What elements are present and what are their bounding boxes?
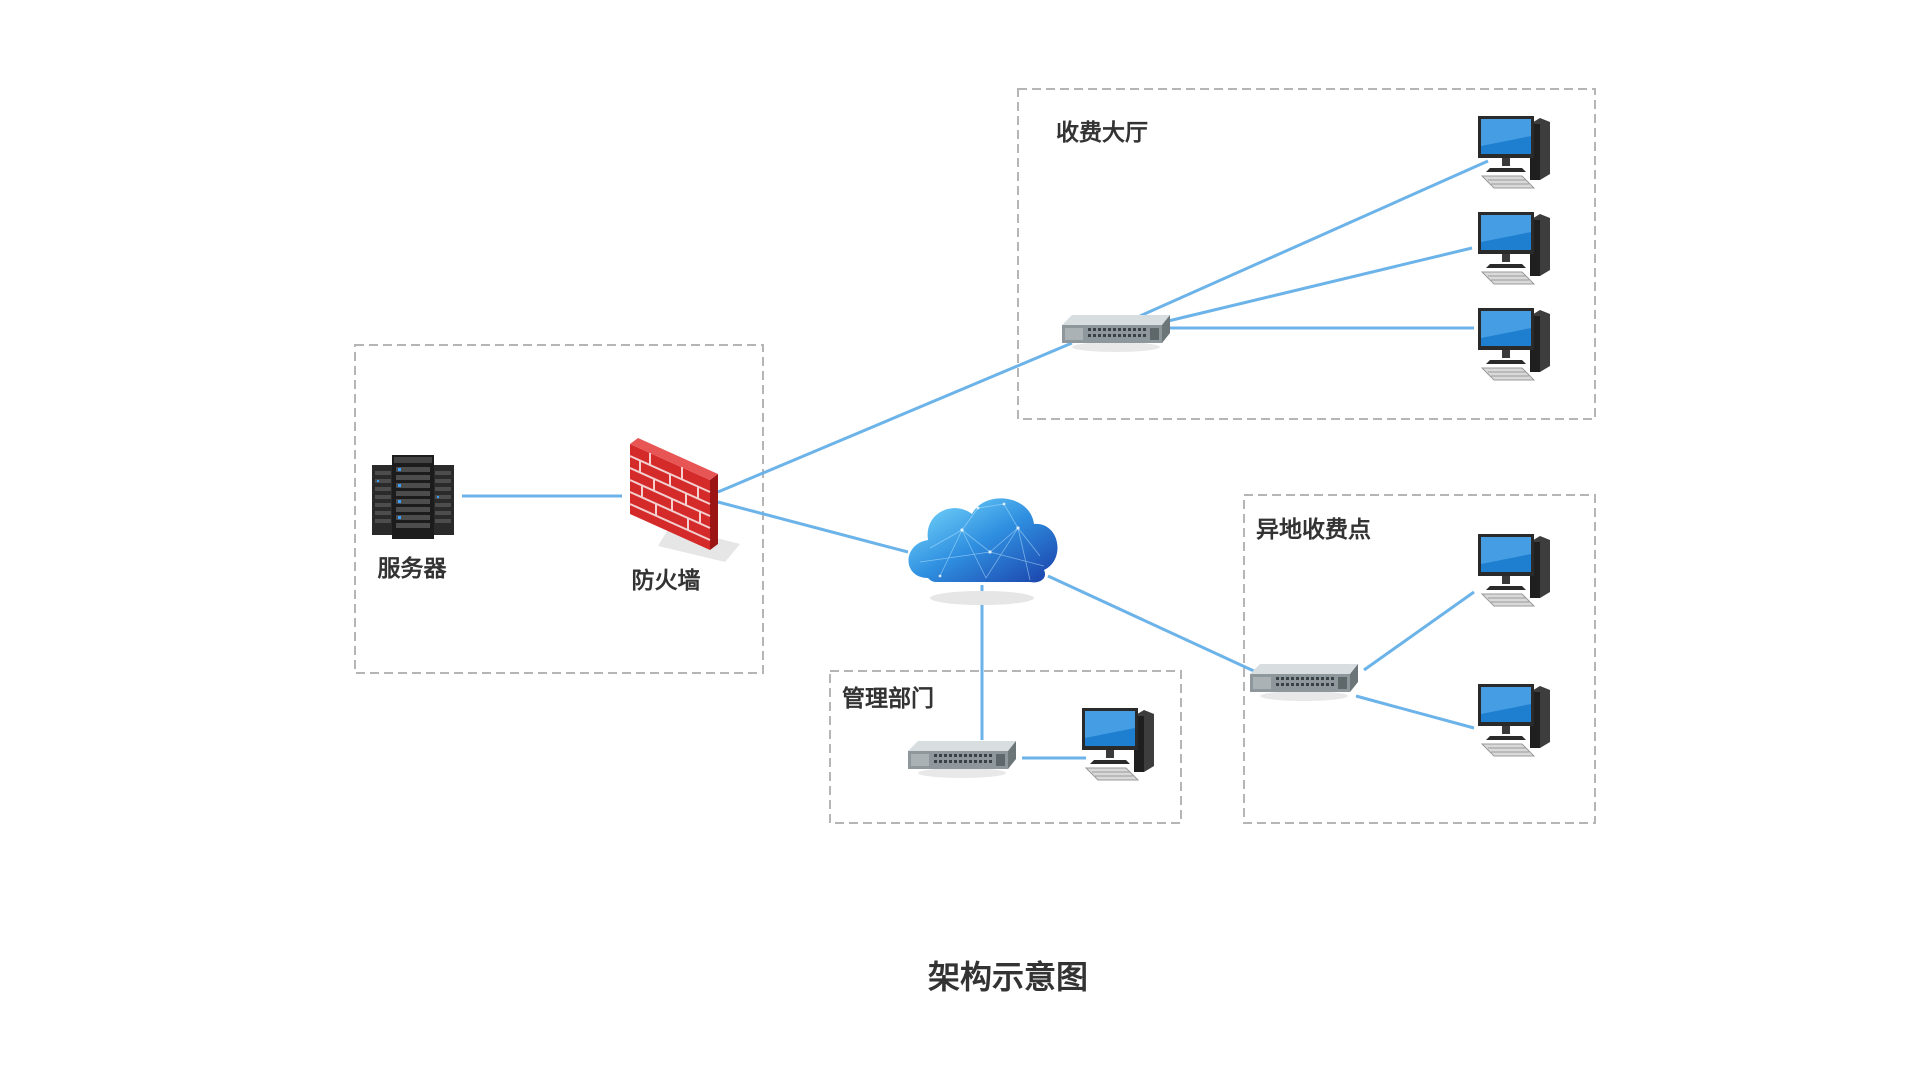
link-remote-switch-pc2	[1355, 694, 1475, 730]
server-zone-box	[354, 344, 764, 674]
remote-group-box	[1243, 494, 1596, 824]
management-computer	[1081, 707, 1155, 781]
link-remote-switch-pc1	[1363, 590, 1475, 672]
link-lobby-switch-pc1	[1139, 159, 1489, 318]
server-label: 服务器	[378, 556, 448, 582]
remote-computer-2	[1477, 683, 1551, 757]
firewall-label: 防火墙	[632, 567, 701, 594]
remote-switch	[1250, 664, 1358, 701]
lobby-computer-2	[1477, 211, 1551, 285]
link-lobby-switch-pc2	[1163, 246, 1473, 324]
link-firewall-cloud	[717, 500, 909, 554]
remote-computer-1	[1477, 533, 1551, 607]
link-firewall-lobby-switch	[717, 341, 1073, 494]
management-group-box	[829, 670, 1182, 824]
lobby-computer-1	[1477, 115, 1551, 189]
lobby-computer-3	[1477, 307, 1551, 381]
management-switch	[908, 741, 1016, 778]
server-rack-icon	[372, 455, 454, 539]
remote-group-label: 异地收费点	[1256, 516, 1371, 543]
cloud-icon	[908, 498, 1058, 605]
management-group-label: 管理部门	[842, 685, 934, 712]
diagram-caption: 架构示意图	[928, 958, 1088, 996]
firewall-brick-icon	[629, 437, 741, 563]
lobby-group-box	[1017, 88, 1596, 420]
link-cloud-remote-switch	[1047, 574, 1257, 674]
lobby-group-label: 收费大厅	[1056, 119, 1148, 146]
lobby-switch	[1062, 315, 1170, 352]
connection-lines	[462, 159, 1489, 760]
